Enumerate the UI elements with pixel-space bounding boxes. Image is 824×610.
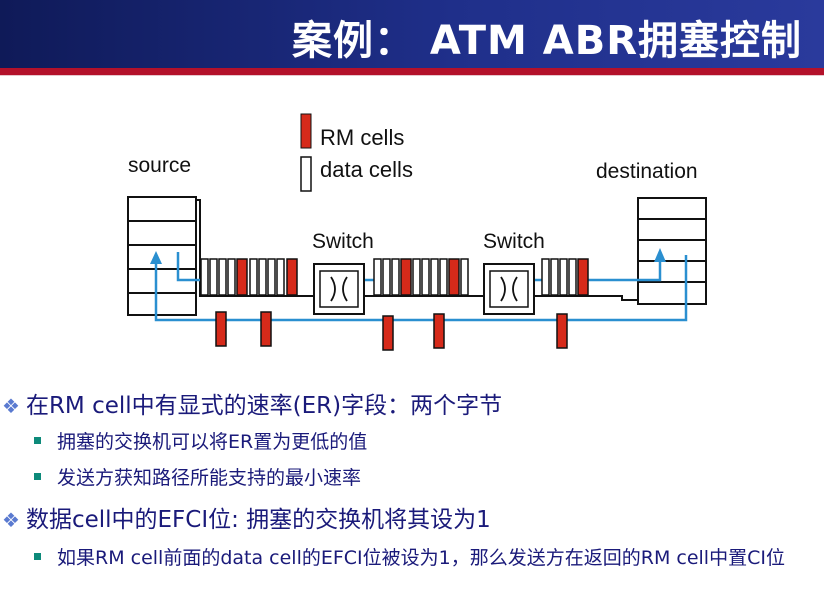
source-label: source: [128, 154, 191, 177]
bullet-2-1: 如果RM cell前面的data cell的EFCI位被设为1，那么发送方在返回…: [34, 543, 814, 573]
wires: [196, 199, 638, 301]
bullet-1-1: 拥塞的交换机可以将ER置为更低的值: [34, 427, 367, 454]
title-underline: [0, 68, 824, 75]
slide-title: 案例： ATM ABR拥塞控制: [291, 18, 802, 64]
switch2-label: Switch: [483, 230, 545, 253]
abr-diagram: RM cells data cells source destination S…: [127, 113, 707, 351]
queue-3: [541, 258, 589, 296]
destination-host: [637, 197, 707, 305]
bullet-square-icon: [34, 553, 41, 560]
source-host: [127, 196, 197, 316]
return-path: [154, 255, 688, 322]
legend-rm-label: RM cells: [320, 125, 404, 150]
returning-rm-cells: [215, 311, 568, 351]
bullet-diamond-icon: ❖: [2, 508, 20, 532]
bullet-square-icon: [34, 437, 41, 444]
switch1-label: Switch: [312, 230, 374, 253]
switch-1: [313, 263, 365, 315]
bullet-2: ❖数据cell中的EFCI位: 拥塞的交换机将其设为1: [2, 507, 491, 533]
bullet-square-icon: [34, 473, 41, 480]
forward-path: [176, 252, 662, 282]
switch-2: [483, 263, 535, 315]
legend-rm-swatch: [300, 113, 312, 149]
destination-label: destination: [596, 160, 698, 183]
forward-arrowhead: [654, 248, 666, 262]
legend-data-swatch: [300, 156, 312, 192]
return-arrowhead: [150, 251, 162, 264]
legend-data-label: data cells: [320, 157, 413, 182]
bullet-diamond-icon: ❖: [2, 394, 20, 418]
queue-1: [200, 258, 298, 296]
bullet-1-2: 发送方获知路径所能支持的最小速率: [34, 463, 361, 490]
bullet-1: ❖在RM cell中有显式的速率(ER)字段：两个字节: [2, 393, 503, 419]
title-bar: [0, 0, 824, 68]
title-underline-thin: [0, 75, 824, 76]
queue-2: [373, 258, 469, 296]
